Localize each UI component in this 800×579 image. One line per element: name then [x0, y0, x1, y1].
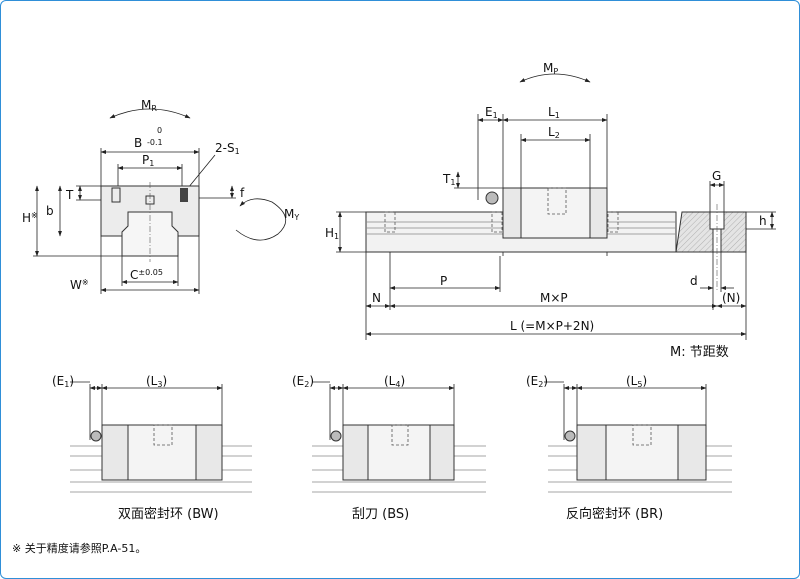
- variant-bs-e-label: (E2): [292, 374, 314, 389]
- pitch-moment-label: MP: [543, 61, 558, 76]
- pitch-P1-label: P1: [142, 153, 154, 168]
- variant-bs: (E2) (L4) 刮刀 (BS): [292, 374, 486, 522]
- H1-label: H1: [325, 226, 339, 241]
- P-label: P: [440, 274, 447, 288]
- bolt-spec-label: 2-S1: [215, 141, 240, 156]
- h-label: h: [759, 214, 767, 228]
- tapped-hole: [180, 188, 188, 202]
- variant-bw-l-label: (L3): [146, 374, 167, 389]
- width-W-label: W※: [70, 278, 89, 292]
- pitch-moment-arrow: [519, 73, 591, 83]
- height-H-label: H※: [22, 211, 38, 225]
- tolerance-lower: -0.1: [147, 138, 163, 147]
- pitch-count-legend: M: 节距数: [670, 345, 729, 360]
- G-label: G: [712, 169, 721, 183]
- L2-label: L2: [548, 125, 560, 140]
- variant-bs-l-label: (L4): [384, 374, 405, 389]
- T1-label: T1: [442, 172, 455, 187]
- b-label: b: [46, 204, 54, 218]
- roll-moment-arrow: [109, 108, 191, 119]
- variant-bw: (E1) (L3) 双面密封环 (BW): [52, 374, 252, 522]
- grease-nipple: [485, 191, 499, 205]
- width-B-label: B: [134, 136, 142, 150]
- E1-label: E1: [485, 105, 498, 120]
- N-label: N: [372, 291, 381, 305]
- L-total-label: L (=M×P+2N): [510, 319, 594, 333]
- MxP-label: M×P: [540, 291, 568, 305]
- variant-br: (E2) (L5) 反向密封环 (BR): [526, 374, 732, 522]
- variant-br-caption: 反向密封环 (BR): [566, 506, 663, 522]
- variant-bs-caption: 刮刀 (BS): [352, 507, 409, 522]
- f-label: f: [240, 186, 245, 200]
- variant-bw-e-label: (E1): [52, 374, 74, 389]
- footnote: ※ 关于精度请参照P.A-51。: [12, 541, 146, 555]
- section-view: MR B 0 -0.1 P1 2-S1 T b H※: [22, 98, 299, 294]
- side-view: MP E1 L1 L2 T1: [325, 61, 776, 360]
- roll-moment-label: MR: [141, 98, 157, 113]
- C-label: C±0.05: [130, 268, 163, 282]
- variant-bw-caption: 双面密封环 (BW): [118, 506, 219, 522]
- yaw-moment-label: MY: [284, 207, 299, 222]
- N-paren-label: (N): [722, 291, 740, 305]
- variant-br-l-label: (L5): [626, 374, 647, 389]
- T-label: T: [65, 188, 74, 202]
- tolerance-upper: 0: [157, 126, 162, 135]
- L1-label: L1: [548, 105, 560, 120]
- variant-br-e-label: (E2): [526, 374, 548, 389]
- yaw-moment-arrow: [235, 198, 286, 241]
- d-label: d: [690, 274, 698, 288]
